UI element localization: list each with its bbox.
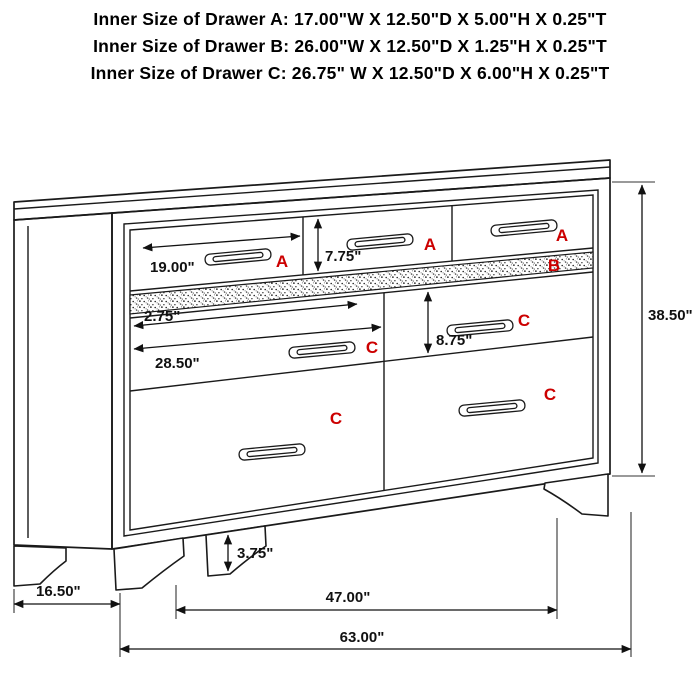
drawer-b-spec-line: Inner Size of Drawer B: 26.00"W X 12.50"…	[93, 36, 607, 56]
drawer-c-bottom-left-handle	[238, 443, 306, 461]
drawer-c-bottom-right-handle	[458, 399, 526, 417]
a-row-bottom-line	[129, 247, 594, 292]
dim-feet-span-label: 47.00"	[326, 589, 371, 606]
dim-foot-height-label: 3.75"	[237, 545, 273, 562]
front-frame-outer	[123, 189, 599, 537]
drawer-b-letter: B	[548, 256, 560, 275]
drawer-divisions	[129, 206, 594, 490]
spec-header: Inner Size of Drawer A: 17.00"W X 12.50"…	[0, 6, 700, 87]
dim-overall-width-label: 63.00"	[340, 629, 385, 646]
dresser-side-panel	[13, 212, 113, 550]
drawer-a-spec-line: Inner Size of Drawer A: 17.00"W X 12.50"…	[93, 9, 607, 29]
dimension-lines	[13, 181, 655, 657]
dim-drawer-a-height-label: 7.75"	[325, 248, 361, 265]
dim-overall-depth-label: 16.50"	[36, 583, 81, 600]
drawer-c-top-right-handle	[446, 319, 514, 337]
front-middle-foot	[205, 525, 267, 577]
jewelry-drawer-b-speckled-band	[129, 251, 594, 315]
drawer-a2-handle	[346, 233, 414, 251]
drawer-c-top-left-handle	[288, 341, 356, 359]
drawer-c-top-left-letter: C	[366, 338, 378, 357]
drawer-a1-handle	[204, 248, 272, 266]
drawer-a1-letter: A	[276, 252, 288, 271]
dim-drawer-c-width-label: 28.50"	[155, 355, 200, 372]
front-left-foot	[113, 537, 185, 591]
drawer-letter-labels: A A A B C C C C	[276, 226, 568, 428]
dresser-front-face	[111, 177, 611, 550]
drawer-c-bottom-right-letter: C	[544, 385, 556, 404]
dim-drawer-a-width-arrow	[142, 232, 301, 252]
dim-drawer-b-height-label: 2.75"	[144, 308, 180, 325]
drawer-c-spec-line: Inner Size of Drawer C: 26.75" W X 12.50…	[90, 63, 610, 83]
dimension-labels: 19.00" 7.75" 2.75" 28.50" 8.75" 38.50" 3…	[36, 248, 693, 646]
drawer-c-top-right-letter: C	[518, 311, 530, 330]
dim-overall-height-label: 38.50"	[648, 307, 693, 324]
drawer-c-bottom-left-letter: C	[330, 409, 342, 428]
drawer-a3-letter: A	[556, 226, 568, 245]
dim-drawer-a-width-label: 19.00"	[150, 259, 195, 276]
drawer-a3-handle	[490, 219, 558, 237]
dresser-case-outline	[13, 159, 611, 550]
dim-drawer-b-height-arrow	[133, 300, 358, 330]
bracket-feet	[13, 473, 609, 591]
dim-drawer-c-height-label: 8.75"	[436, 332, 472, 349]
drawer-a2-letter: A	[424, 235, 436, 254]
dresser-top-inner-line	[13, 166, 611, 210]
front-right-foot	[543, 473, 609, 517]
side-left-foot	[13, 545, 67, 587]
front-frame-inner	[129, 194, 594, 531]
c-row-divider	[129, 336, 594, 392]
dim-drawer-c-width-arrow	[133, 323, 382, 353]
